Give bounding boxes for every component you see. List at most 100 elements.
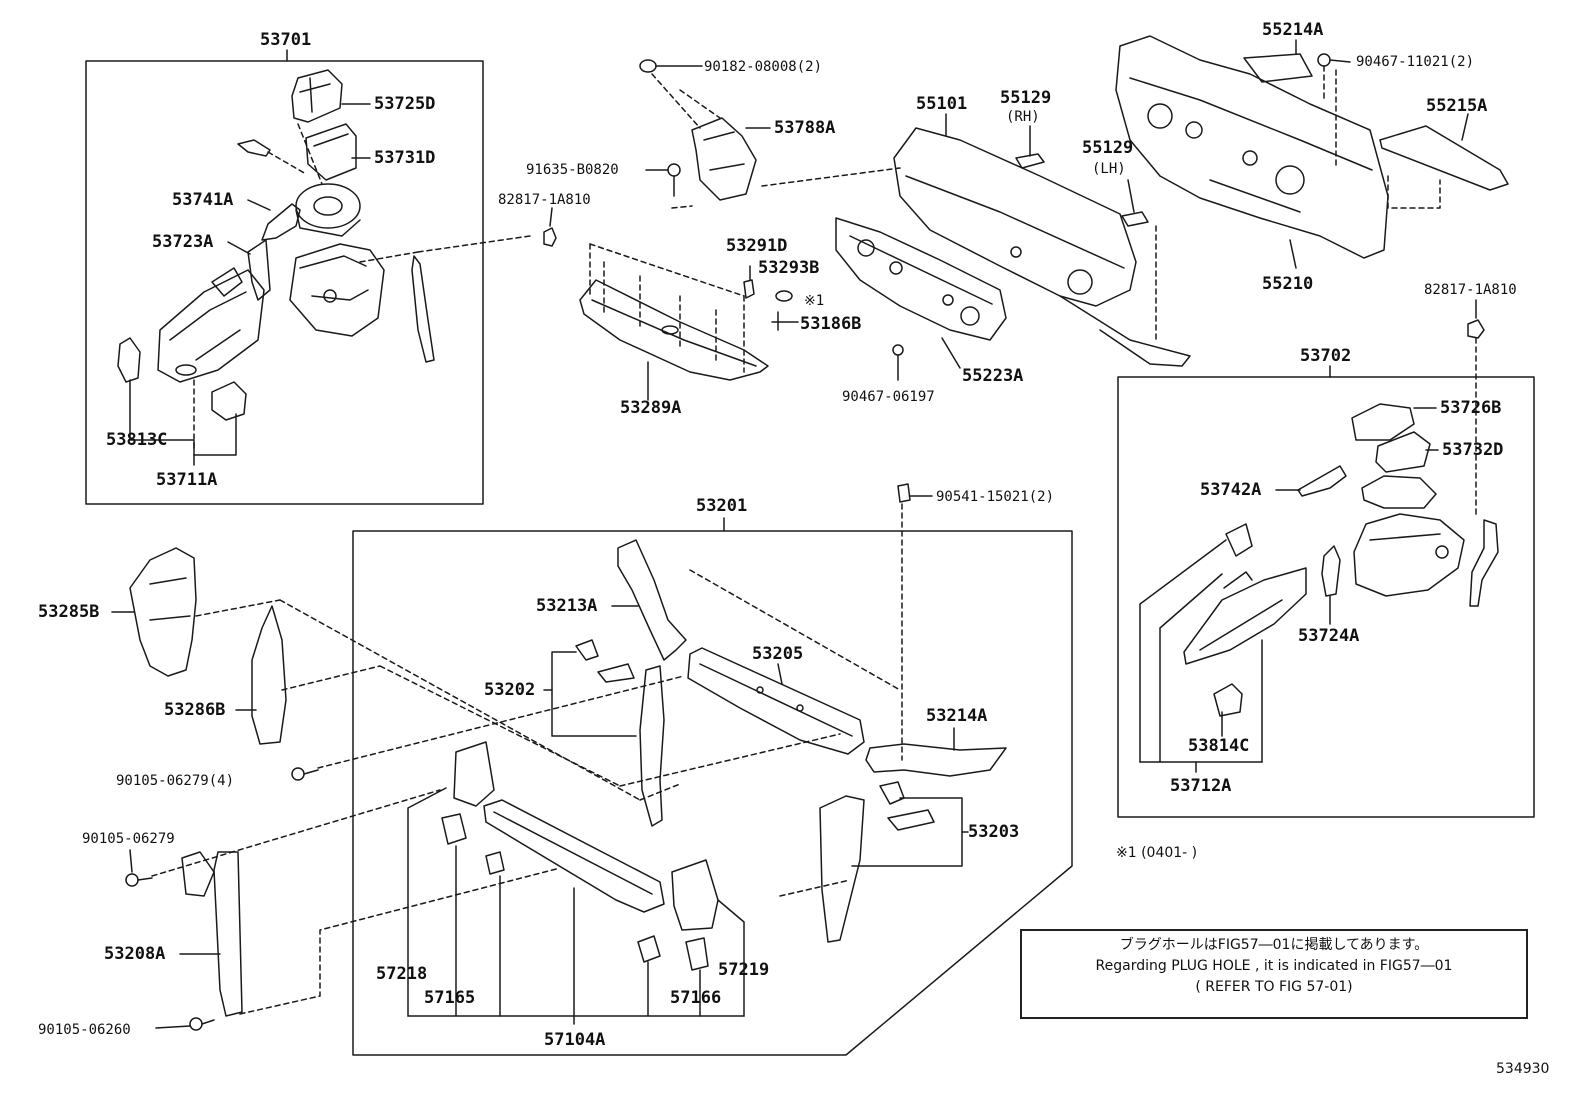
part-53731D bbox=[305, 123, 357, 181]
label-90105-06279: 90105-06279 bbox=[82, 831, 175, 847]
label-53293B: 53293B bbox=[758, 258, 820, 278]
label-57104A: 57104A bbox=[544, 1030, 606, 1050]
label-53214A: 53214A bbox=[926, 706, 988, 726]
part-ring-53701 bbox=[295, 183, 361, 237]
label-53186B: 53186B bbox=[800, 314, 862, 334]
fastener-90541 bbox=[897, 483, 911, 503]
label-53208A: 53208A bbox=[104, 944, 166, 964]
part-53726B bbox=[1351, 403, 1415, 441]
part-53203-b bbox=[887, 809, 935, 831]
label-90541-15021: 90541-15021(2) bbox=[936, 489, 1055, 505]
fastener-53291D bbox=[743, 265, 755, 299]
fastener-90182 bbox=[639, 59, 703, 73]
part-53203-a bbox=[879, 781, 905, 805]
part-57104A bbox=[483, 799, 665, 913]
label-53741A: 53741A bbox=[172, 190, 234, 210]
fastener-91635 bbox=[667, 163, 681, 197]
guide-lines-55215A bbox=[1387, 175, 1441, 209]
label-53711A: 53711A bbox=[156, 470, 218, 490]
fastener-90105-06279 bbox=[125, 873, 153, 887]
part-53213A bbox=[617, 539, 687, 661]
label-53205: 53205 bbox=[752, 644, 804, 664]
guide-lines-55210 bbox=[1323, 65, 1337, 167]
label-53201: 53201 bbox=[696, 496, 748, 516]
bracket-53203 bbox=[851, 797, 963, 867]
part-53724A bbox=[1321, 545, 1341, 597]
guide-lines-left bbox=[151, 569, 901, 1015]
part-57165 bbox=[441, 813, 467, 845]
label-lh: (LH) bbox=[1092, 161, 1126, 177]
part-53286B bbox=[251, 605, 287, 745]
part-apron-bracket-53701 bbox=[411, 255, 435, 363]
label-53702: 53702 bbox=[1300, 346, 1352, 366]
part-small-bracket-53701 bbox=[211, 381, 247, 421]
group-frame-53701 bbox=[85, 60, 484, 505]
part-strut-tower-53702 bbox=[1353, 513, 1465, 597]
fastener-90105-06260 bbox=[189, 1017, 215, 1031]
note-line-refer: ( REFER TO FIG 57-01) bbox=[1195, 979, 1353, 995]
label-82817-1A810-left: 82817-1A810 bbox=[498, 192, 591, 208]
label-55101: 55101 bbox=[916, 94, 968, 114]
part-57166-b bbox=[685, 937, 709, 971]
label-53814C: 53814C bbox=[1188, 736, 1250, 756]
label-55129-rh: 55129 bbox=[1000, 88, 1052, 108]
group-frame-53702 bbox=[1117, 376, 1535, 818]
label-57165: 57165 bbox=[424, 988, 476, 1008]
guide-lines-top-center bbox=[651, 73, 901, 209]
part-55223A bbox=[835, 217, 1007, 341]
label-53726B: 53726B bbox=[1440, 398, 1502, 418]
part-53205 bbox=[687, 647, 865, 755]
label-82817-1A810-right: 82817-1A810 bbox=[1424, 282, 1517, 298]
fastener-82817-left bbox=[543, 227, 557, 247]
part-ring-53702 bbox=[1361, 475, 1437, 509]
part-55101 bbox=[893, 127, 1191, 367]
part-upright-right bbox=[819, 795, 865, 943]
label-53742A: 53742A bbox=[1200, 480, 1262, 500]
part-53293B bbox=[775, 290, 793, 302]
label-53723A: 53723A bbox=[152, 232, 214, 252]
part-53712A bbox=[1183, 523, 1307, 665]
group-frame-53201 bbox=[352, 530, 1073, 1056]
part-53202-b bbox=[597, 663, 635, 683]
part-55129-lh bbox=[1121, 211, 1149, 227]
guide-lines-53289A bbox=[589, 243, 745, 373]
fastener-90467-11021 bbox=[1317, 53, 1351, 67]
label-mark-1: ※1 bbox=[804, 293, 825, 309]
label-90105-06279-4: 90105-06279(4) bbox=[116, 773, 235, 789]
label-53291D: 53291D bbox=[726, 236, 788, 256]
part-55214A bbox=[1243, 53, 1313, 83]
label-53725D: 53725D bbox=[374, 94, 436, 114]
label-55210: 55210 bbox=[1262, 274, 1314, 294]
label-55214A: 55214A bbox=[1262, 20, 1324, 40]
figure-number: 534930 bbox=[1496, 1061, 1550, 1077]
bracket-53202 bbox=[551, 651, 637, 737]
label-53731D: 53731D bbox=[374, 148, 436, 168]
label-53289A: 53289A bbox=[620, 398, 682, 418]
label-57218: 57218 bbox=[376, 964, 428, 984]
part-55210 bbox=[1115, 35, 1389, 259]
label-53285B: 53285B bbox=[38, 602, 100, 622]
label-90105-06260: 90105-06260 bbox=[38, 1022, 131, 1038]
part-53813C bbox=[117, 337, 141, 383]
label-57219: 57219 bbox=[718, 960, 770, 980]
fastener-90105-06279-4 bbox=[291, 767, 319, 781]
footnote-applicability: ※1 (0401- ) bbox=[1116, 845, 1198, 861]
label-53724A: 53724A bbox=[1298, 626, 1360, 646]
part-57219-bracket bbox=[671, 859, 719, 931]
part-clip-53701 bbox=[237, 139, 271, 157]
label-53813C: 53813C bbox=[106, 430, 168, 450]
note-line-english: Regarding PLUG HOLE , it is indicated in… bbox=[1095, 958, 1453, 974]
part-55215A bbox=[1379, 125, 1509, 191]
label-55215A: 55215A bbox=[1426, 96, 1488, 116]
label-57166: 57166 bbox=[670, 988, 722, 1008]
plug-hole-note: ブラグホールはFIG57―01に掲載してあります。 Regarding PLUG… bbox=[1020, 929, 1528, 1019]
label-90182-08008: 90182-08008(2) bbox=[704, 59, 823, 75]
part-upright-left bbox=[639, 665, 665, 827]
part-57166-a bbox=[637, 935, 661, 963]
guide-lines-53701 bbox=[193, 123, 531, 449]
label-53213A: 53213A bbox=[536, 596, 598, 616]
part-53208A bbox=[181, 851, 243, 1017]
part-53732D bbox=[1375, 431, 1431, 473]
